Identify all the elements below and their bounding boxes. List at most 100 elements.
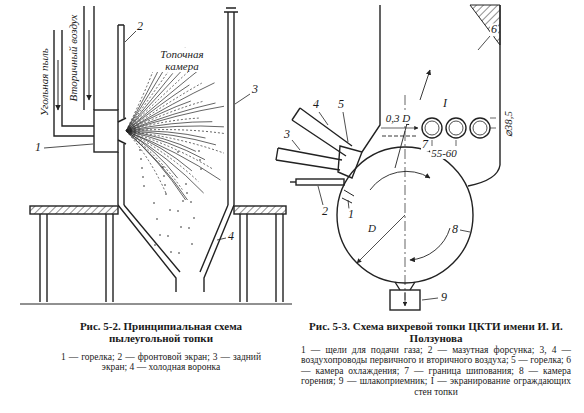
slag-outlet — [395, 282, 415, 290]
coal-particle — [188, 227, 190, 229]
flow-arrow — [89, 30, 90, 100]
coal-particle — [154, 244, 156, 246]
flow-arrow — [58, 60, 59, 110]
callout-number: 6 — [490, 23, 498, 36]
flame-stroke — [126, 131, 220, 180]
coal-particle — [177, 210, 179, 212]
coal-particle — [163, 175, 165, 177]
coal-particle — [177, 151, 179, 153]
callout-number: 2 — [136, 20, 144, 33]
coal-particle — [143, 185, 145, 187]
flame-stroke — [126, 106, 224, 131]
callout-number: 1 — [34, 141, 42, 154]
studding-boundary — [382, 136, 418, 137]
callout-number: I — [442, 97, 448, 110]
leader-line — [125, 31, 136, 42]
burner — [94, 110, 118, 152]
front-screen — [118, 25, 124, 205]
flame-stroke — [126, 83, 215, 131]
coal-particle — [153, 202, 155, 204]
coal-particle — [162, 166, 164, 168]
air-duct — [93, 6, 94, 110]
dimension-line — [432, 140, 456, 146]
coal-particle — [139, 149, 141, 151]
callout-number: 5 — [337, 98, 345, 111]
vortex-arrow — [370, 171, 430, 190]
dimension-line — [381, 128, 418, 129]
flame-stroke — [126, 65, 196, 131]
cold-funnel — [200, 205, 234, 292]
flame-jet — [126, 46, 224, 253]
oil-nozzle — [290, 181, 296, 182]
primary-air-duct — [276, 148, 342, 170]
dimension-label: 0,3 D — [385, 112, 411, 124]
flow-arrow — [405, 292, 406, 306]
callout-number: 8 — [451, 223, 459, 236]
coal-particle — [191, 243, 193, 245]
coal-particle — [185, 183, 187, 185]
burner — [338, 146, 362, 178]
secondary-air-duct — [292, 108, 300, 120]
coal-particle — [164, 184, 166, 186]
coal-particle — [186, 192, 188, 194]
coal-particle — [165, 193, 167, 195]
flow-arrow — [420, 70, 430, 100]
callout-number: 4 — [312, 98, 320, 111]
screen-tube — [449, 121, 463, 135]
coal-particle — [198, 150, 200, 152]
rear-screen — [224, 8, 238, 205]
coal-particle — [193, 217, 195, 219]
oil-nozzle — [296, 179, 344, 185]
slag-receiver — [390, 290, 420, 310]
coal-particle — [140, 158, 142, 160]
secondary-air-duct — [292, 108, 352, 156]
figure-legend: 1 — горелка; 2 — фронтовой экран; 3 — за… — [60, 352, 262, 373]
coal-particle — [170, 251, 172, 253]
dimension-label: 55-60 — [430, 147, 458, 159]
callout-number: 3 — [283, 128, 291, 141]
leader-line — [478, 36, 490, 50]
flame-stroke — [126, 62, 209, 131]
flame-stroke — [126, 131, 186, 200]
figure-caption: Рис. 5-2. Принципиальная схема пылеуголь… — [60, 320, 262, 344]
coal-particle — [200, 168, 202, 170]
screen-tube — [473, 121, 487, 135]
pulverized-furnace — [20, 6, 292, 304]
flow-arrow — [395, 120, 408, 168]
figure-caption: Рис. 5-3. Схема вихревой топки ЦКТИ имен… — [300, 320, 572, 344]
leader-line — [422, 298, 438, 300]
coal-particle — [199, 159, 201, 161]
primary-air-duct — [276, 148, 278, 160]
screen-tube — [470, 118, 490, 138]
flow-label: Вторичный воздух — [67, 14, 79, 103]
flame-stroke — [126, 131, 188, 200]
callout-number: 4 — [227, 230, 235, 243]
chamber-label: Топочная камера — [150, 48, 214, 72]
dimension-label: ⌀38,5 — [502, 110, 514, 138]
callout-number: 1 — [347, 208, 355, 221]
vortex-arrow — [410, 228, 450, 260]
flame-stroke — [126, 85, 189, 131]
center-line — [405, 95, 406, 300]
leader-line — [460, 230, 470, 232]
screen-tube — [422, 118, 442, 138]
screen-tube — [425, 121, 439, 135]
screen-tube — [446, 118, 466, 138]
flame-stroke — [126, 68, 184, 131]
coal-particle — [169, 209, 171, 211]
floor — [20, 304, 292, 305]
coal-particle — [167, 235, 169, 237]
cold-funnel — [118, 205, 180, 292]
coal-particle — [141, 167, 143, 169]
flame-stroke — [126, 126, 224, 131]
air-duct — [83, 6, 84, 110]
leader-line — [217, 238, 226, 240]
support-column — [40, 214, 283, 302]
burner-mouth — [118, 118, 126, 144]
leader-line — [292, 112, 349, 209]
callout-number: 2 — [321, 205, 329, 218]
coal-particle — [190, 201, 192, 203]
coal-particle — [142, 176, 144, 178]
cooling-chamber-top — [470, 5, 500, 45]
